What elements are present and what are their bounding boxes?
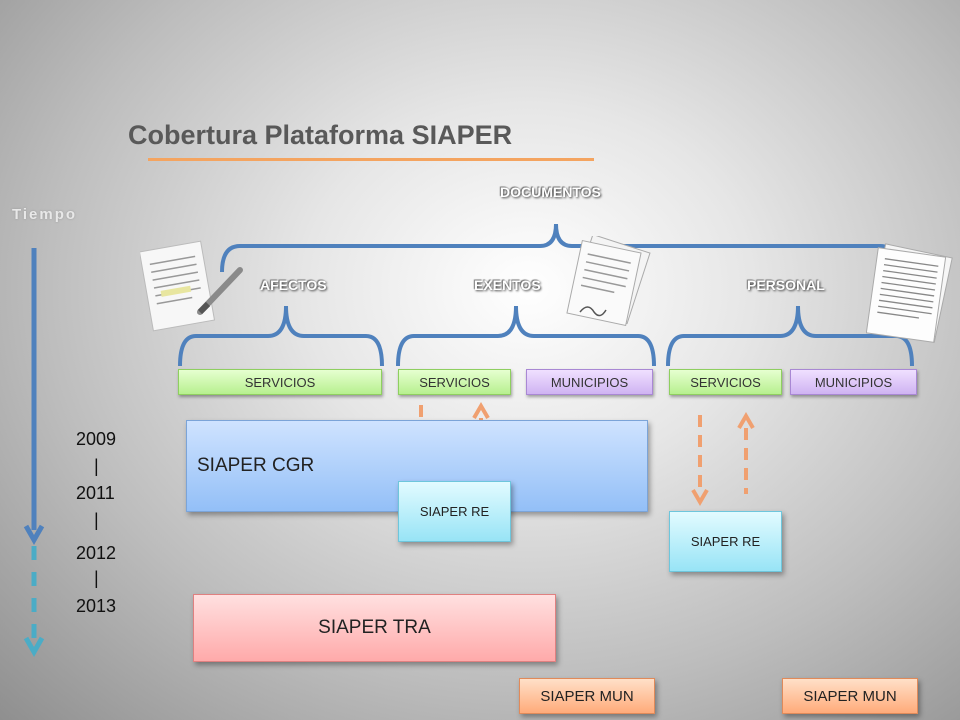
year-separator: | <box>94 456 99 476</box>
arrow-up-personal-head <box>737 412 755 430</box>
personal-label: PERSONAL <box>747 277 825 293</box>
tiempo-label: Tiempo <box>12 206 78 223</box>
siaper-re-exentos-block: SIAPER RE <box>398 481 511 542</box>
siaper-tra-block: SIAPER TRA <box>193 594 556 662</box>
siaper-mun-exentos-block: SIAPER MUN <box>519 678 655 714</box>
year-2013: 2013 <box>76 596 117 616</box>
siaper-re-personal-block: SIAPER RE <box>669 511 782 572</box>
timeline-dashed-head <box>23 636 45 658</box>
documents-signed-icon <box>566 236 651 326</box>
year-separator: | <box>94 568 99 588</box>
arrow-down-personal-head <box>691 488 709 506</box>
afectos-label: AFECTOS <box>260 277 327 293</box>
year-2012: 2012 <box>76 543 117 563</box>
exentos-municipios-pill: MUNICIPIOS <box>526 369 653 395</box>
arrow-up-exentos-head <box>472 402 490 420</box>
year-2011: 2011 <box>76 483 115 503</box>
title-underline <box>148 158 594 161</box>
documentos-label: DOCUMENTOS <box>500 184 601 200</box>
personal-municipios-pill: MUNICIPIOS <box>790 369 917 395</box>
page-title: Cobertura Plataforma SIAPER <box>128 120 513 150</box>
document-pen-icon <box>140 240 243 332</box>
siaper-mun-personal-block: SIAPER MUN <box>782 678 918 714</box>
personal-servicios-pill: SERVICIOS <box>669 369 782 395</box>
timeline-solid-head <box>23 524 45 546</box>
exentos-label: EXENTOS <box>474 277 541 293</box>
afectos-bracket <box>178 305 384 367</box>
document-stack-icon <box>866 243 953 343</box>
year-2009: 2009 <box>76 429 117 449</box>
year-separator: | <box>94 510 99 530</box>
exentos-bracket <box>396 305 656 367</box>
exentos-servicios-pill: SERVICIOS <box>398 369 511 395</box>
afectos-servicios-pill: SERVICIOS <box>178 369 382 395</box>
